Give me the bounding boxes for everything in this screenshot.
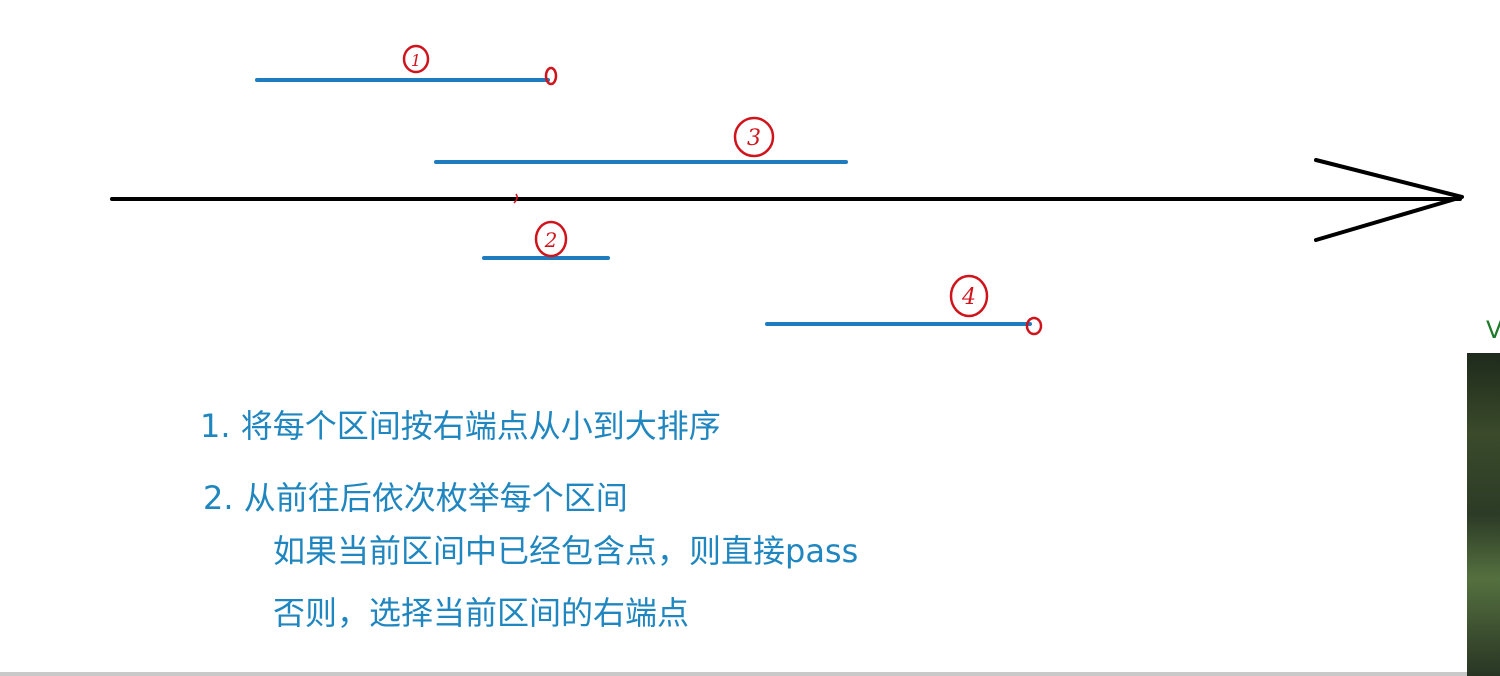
thumbnail-caption-letter: V — [1486, 316, 1500, 344]
step-1-text: 1. 将每个区间按右端点从小到大排序 — [200, 407, 721, 445]
number-line-arrowhead — [1314, 158, 1464, 242]
interval-1-label: 1 — [411, 51, 421, 70]
interval-1-right-endpoint — [544, 66, 558, 86]
interval-4-label: 4 — [961, 285, 976, 310]
step-2a-text: 如果当前区间中已经包含点，则直接pass — [273, 532, 859, 570]
step-2-text: 2. 从前往后依次枚举每个区间 — [203, 479, 628, 517]
interval-4-right-endpoint — [1025, 316, 1043, 336]
interval-2-label-circle: 2 — [534, 220, 568, 258]
step-2b-text: 否则，选择当前区间的右端点 — [273, 594, 690, 632]
interval-4-label-circle: 4 — [949, 274, 989, 318]
video-thumbnail-fragment — [1467, 353, 1500, 676]
interval-3-label-circle: 3 — [733, 116, 775, 158]
interval-2-label: 2 — [544, 228, 558, 252]
bottom-border-bar — [0, 672, 1467, 676]
annotation-tick — [513, 193, 518, 204]
interval-3-label: 3 — [747, 126, 761, 151]
interval-1-label-circle: 1 — [402, 44, 430, 74]
